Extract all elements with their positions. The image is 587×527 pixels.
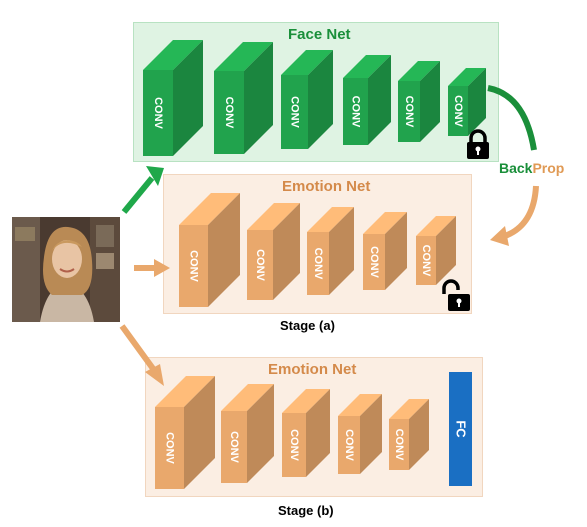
emotion-net-b-conv-block-5: CONV	[389, 399, 429, 470]
fc-layer-block: FC	[449, 372, 472, 486]
input-face-photo	[12, 217, 120, 322]
face-net-conv-block-4-label: CONV	[350, 96, 362, 128]
emotion-net-a-conv-block-5-label: CONV	[420, 245, 432, 277]
backprop-curve-green	[487, 85, 537, 151]
arrow-head-emotion-net-a	[154, 259, 170, 277]
emotion-net-b-conv-block-1: CONV	[155, 376, 215, 489]
emotion-net-a-conv-block-5: CONV	[416, 216, 456, 285]
backprop-label: BackProp	[499, 160, 564, 176]
emotion-net-a-conv-block-1: CONV	[179, 193, 240, 307]
face-net-conv-block-6: CONV	[448, 68, 486, 136]
emotion-net-a-conv-block-2: CONV	[247, 203, 300, 300]
emotion-net-b-conv-block-1-label: CONV	[164, 432, 176, 464]
face-net-conv-block-1-label: CONV	[152, 97, 164, 129]
face-net-conv-block-4: CONV	[343, 55, 391, 145]
stage-b-label: Stage (b)	[278, 503, 334, 518]
backprop-label-prop: Prop	[532, 160, 565, 176]
emotion-net-b-conv-block-2-label: CONV	[228, 431, 240, 463]
lock-closed-icon	[467, 129, 489, 159]
emotion-net-b-conv-block-3: CONV	[282, 389, 330, 477]
emotion-net-b-conv-block-3-label: CONV	[288, 429, 300, 461]
backprop-arrow-head	[490, 226, 509, 246]
emotion-net-b-conv-block-4: CONV	[338, 394, 382, 474]
backprop-curve-orange	[503, 185, 539, 239]
emotion-net-a-conv-block-4: CONV	[363, 212, 407, 290]
face-net-conv-block-5: CONV	[398, 61, 440, 142]
fc-layer-label: FC	[454, 420, 469, 438]
emotion-net-a-conv-block-1-label: CONV	[188, 250, 200, 282]
face-net-title: Face Net	[288, 26, 351, 43]
face-net-conv-block-1: CONV	[143, 40, 203, 156]
face-net-conv-block-2-label: CONV	[223, 97, 235, 129]
face-net-conv-block-3-label: CONV	[289, 96, 301, 128]
arrow-head-emotion-net-b	[145, 364, 164, 386]
arrow-head-face-net	[146, 166, 164, 186]
face-net-conv-block-6-label: CONV	[452, 95, 464, 127]
emotion-net-b-conv-block-4-label: CONV	[343, 429, 355, 461]
emotion-net-a-conv-block-3-label: CONV	[312, 248, 324, 280]
face-net-conv-block-2: CONV	[214, 42, 273, 154]
emotion-net-a-conv-block-2-label: CONV	[254, 249, 266, 281]
emotion-net-b-title: Emotion Net	[268, 361, 357, 378]
emotion-net-b-conv-block-2: CONV	[221, 384, 274, 483]
emotion-net-a-conv-block-4-label: CONV	[368, 246, 380, 278]
lock-open-icon	[442, 279, 470, 311]
face-net-conv-block-3: CONV	[281, 50, 333, 149]
emotion-net-a-conv-block-3: CONV	[307, 207, 354, 295]
face-net-conv-block-5-label: CONV	[403, 96, 415, 128]
emotion-net-b-conv-block-5-label: CONV	[393, 429, 405, 461]
backprop-label-back: Back	[499, 160, 533, 176]
arrow-to-face-net	[121, 176, 155, 214]
arrow-to-emotion-net-b	[119, 324, 157, 372]
stage-a-label: Stage (a)	[280, 318, 335, 333]
emotion-net-a-title: Emotion Net	[282, 178, 371, 195]
